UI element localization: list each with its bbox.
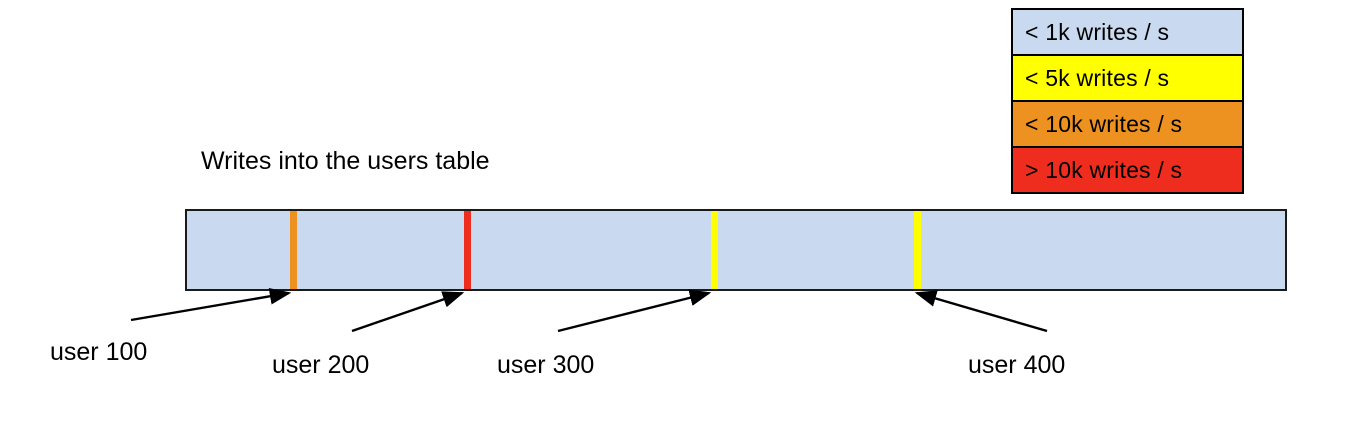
legend-label: < 1k writes / s [1025,18,1170,45]
legend-row-over-10k: > 10k writes / s [1013,148,1242,192]
callout-arrow [351,291,465,333]
legend-row-under-10k: < 10k writes / s [1013,102,1242,148]
user-range-label: user 200 [272,351,370,379]
callout-arrow [557,289,712,333]
user-100-stripe [290,211,297,289]
writes-legend: < 1k writes / s < 5k writes / s < 10k wr… [1011,8,1244,194]
legend-label: < 10k writes / s [1025,110,1183,137]
callout-arrow [914,290,1048,333]
user-400-stripe [914,211,921,289]
callout-arrow [130,287,292,322]
chart-title: Writes into the users table [201,147,490,175]
user-range-label: user 300 [497,351,595,379]
users-table-keyspace-bar [185,209,1287,291]
user-range-label: user 100 [50,338,148,366]
user-200-stripe [464,211,471,289]
user-300-stripe [711,211,718,289]
user-range-label: user 400 [968,351,1066,379]
legend-label: < 5k writes / s [1025,64,1170,91]
legend-row-under-5k: < 5k writes / s [1013,56,1242,102]
legend-label: > 10k writes / s [1025,156,1183,183]
legend-row-under-1k: < 1k writes / s [1013,10,1242,56]
